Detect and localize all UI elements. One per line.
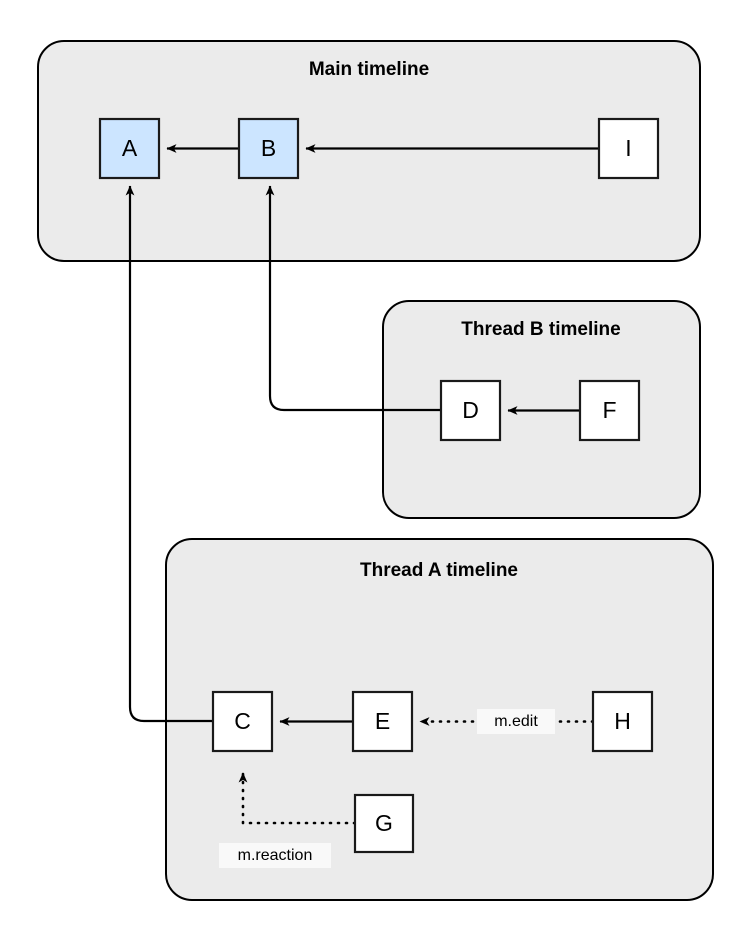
group-thread-a-timeline: Thread A timeline — [165, 538, 714, 901]
edge-label-m-edit-bg — [477, 709, 555, 734]
node-f[interactable]: F — [578, 379, 641, 442]
node-e-box[interactable] — [351, 690, 414, 753]
node-i-label: I — [625, 135, 631, 161]
node-h-box[interactable] — [591, 690, 654, 753]
node-c-label: C — [234, 708, 251, 734]
edge-label-m-reaction: m.reaction — [219, 843, 331, 868]
group-main-timeline-box — [37, 40, 701, 262]
node-a[interactable]: A — [98, 117, 161, 180]
group-main-timeline-title: Main timeline — [309, 59, 429, 80]
edge-label-m-reaction-text: m.reaction — [238, 847, 313, 864]
edge-c-to-a — [125, 185, 213, 723]
node-f-box[interactable] — [578, 379, 641, 442]
edge-d-to-b — [265, 185, 441, 412]
edge-label-m-edit: m.edit — [477, 709, 555, 734]
node-g-label: G — [375, 810, 393, 836]
node-g[interactable]: G — [353, 793, 415, 854]
edge-label-m-edit-text: m.edit — [494, 713, 538, 730]
node-d[interactable]: D — [439, 379, 502, 442]
edge-g-to-c — [238, 771, 357, 825]
node-h-label: H — [614, 708, 631, 734]
node-b-label: B — [261, 135, 276, 161]
node-a-box[interactable] — [98, 117, 161, 180]
node-d-box[interactable] — [439, 379, 502, 442]
node-i[interactable]: I — [597, 117, 660, 180]
edge-label-m-reaction-bg — [219, 843, 331, 868]
node-g-box[interactable] — [353, 793, 415, 854]
group-thread-a-timeline-title: Thread A timeline — [360, 560, 518, 581]
node-e[interactable]: E — [351, 690, 414, 753]
group-main-timeline: Main timeline — [37, 40, 701, 262]
node-i-box[interactable] — [597, 117, 660, 180]
node-d-label: D — [462, 397, 479, 423]
node-h[interactable]: H — [591, 690, 654, 753]
node-e-label: E — [375, 708, 390, 734]
node-b[interactable]: B — [237, 117, 300, 180]
node-c[interactable]: C — [211, 690, 274, 753]
node-b-box[interactable] — [237, 117, 300, 180]
node-f-label: F — [602, 397, 616, 423]
node-a-label: A — [122, 135, 138, 161]
group-thread-b-timeline-title: Thread B timeline — [461, 319, 620, 340]
node-c-box[interactable] — [211, 690, 274, 753]
group-thread-a-timeline-box — [165, 538, 714, 901]
